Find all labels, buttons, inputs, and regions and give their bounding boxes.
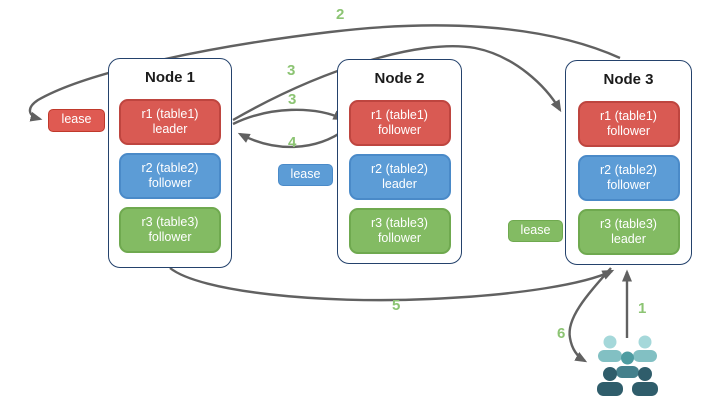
node-1-title: Node 1 [144,69,195,86]
lease-badge-table1: lease [48,109,105,132]
user-dark-left [597,367,623,396]
user-dark-right [632,367,658,396]
lease-badge-table2: lease [278,164,333,186]
user-light-left [598,335,622,362]
replica-role: follower [606,178,651,192]
arrow-step5-node1-to-node3 [169,267,615,302]
node-2-title: Node 2 [374,70,425,87]
replica-role: follower [148,176,192,190]
replica-name: r1 (table1) [600,109,657,123]
step-label-4: 4 [288,134,297,151]
step-label-6: 6 [557,325,566,342]
step-label-3b: 3 [288,91,297,108]
replica-name: r2 (table2) [141,161,199,175]
replica-role: leader [152,122,188,136]
step-label-5: 5 [392,297,401,314]
lease-badge-table3: lease [508,220,563,242]
node-2: Node 2 r1 (table1) follower r2 (table2) … [337,59,462,264]
node-1-replica-r1: r1 (table1) leader [119,99,221,145]
replica-name: r1 (table1) [371,108,428,122]
users-group-icon [597,335,658,396]
replica-role: leader [611,232,646,246]
node-3-replica-r1: r1 (table1) follower [577,101,680,147]
replica-name: r1 (table1) [141,107,199,121]
node-2-replica-r2: r2 (table2) leader [348,154,451,200]
replica-role: follower [606,124,651,138]
user-light-right [633,335,657,362]
replica-name: r3 (table3) [371,216,428,230]
replica-role: leader [382,177,417,191]
replica-name: r2 (table2) [600,163,657,177]
replica-role: follower [148,230,192,244]
node-3-replica-r3: r3 (table3) leader [577,209,680,255]
replica-name: r3 (table3) [141,215,199,229]
replica-role: follower [377,231,422,245]
node-2-replica-r3: r3 (table3) follower [348,208,451,254]
arrow-step3-node1-to-node2 [232,108,346,126]
replica-name: r3 (table3) [600,217,657,231]
node-3-replica-r2: r2 (table2) follower [577,155,680,201]
step-label-1: 1 [638,300,647,317]
step-label-3a: 3 [287,62,296,79]
node-1: Node 1 r1 (table1) leader r2 (table2) fo… [108,58,232,268]
replica-name: r2 (table2) [371,162,428,176]
node-1-replica-r3: r3 (table3) follower [119,207,221,253]
node-2-replica-r1: r1 (table1) follower [348,100,451,146]
replica-role: follower [377,123,422,137]
step-label-2: 2 [336,6,345,23]
node-3-title: Node 3 [603,71,654,88]
user-mid-center [616,351,639,378]
node-3: Node 3 r1 (table1) follower r2 (table2) … [565,60,692,265]
node-1-replica-r2: r2 (table2) follower [119,153,221,199]
